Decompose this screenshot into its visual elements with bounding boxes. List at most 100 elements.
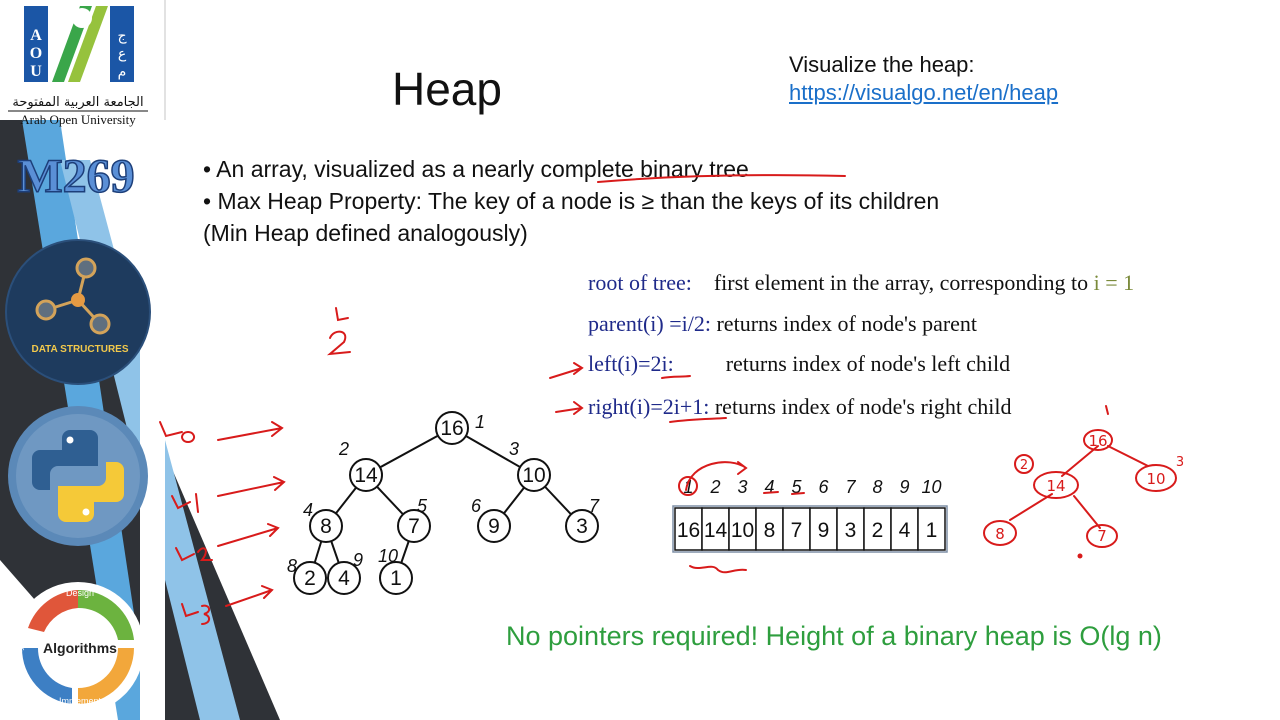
array-cell-value: 8 (764, 519, 776, 542)
array-cell-value: 7 (791, 519, 803, 542)
sketch-node: 8 (995, 525, 1005, 543)
heap-node-key: 8 (320, 515, 332, 538)
heap-node-key: 14 (354, 464, 378, 487)
array-cell (836, 507, 865, 551)
heap-node-key: 2 (304, 567, 316, 590)
heap-node-index: 1 (475, 412, 485, 432)
heap-node-index: 3 (509, 439, 519, 459)
array-cell (728, 507, 757, 551)
heap-node-index: 8 (287, 556, 297, 576)
heap-node-key: 9 (488, 515, 500, 538)
heap-node-index: 10 (378, 546, 398, 566)
heap-node (565, 509, 599, 543)
array-index: 7 (845, 477, 856, 497)
svg-text:A: A (30, 27, 42, 44)
python-icon (32, 430, 98, 490)
array-index: 9 (899, 477, 909, 497)
array-cell-value: 3 (845, 519, 857, 542)
sketch-node: 14 (1046, 477, 1065, 495)
heap-node-index: 9 (353, 550, 363, 570)
array-index: 1 (683, 477, 693, 497)
heap-array-diagram: 16 1 14 2 10 3 8 4 7 5 9 6 3 7 2 8 4 9 1 10 (672, 477, 948, 553)
arrow-icon (549, 362, 584, 379)
heap-node (517, 458, 551, 492)
array-index: 8 (872, 477, 882, 497)
definition-left: left(i)=2i:returns index of node's left … (588, 351, 1011, 376)
array-frame (672, 505, 948, 553)
array-cell-value: 14 (704, 519, 728, 542)
bullet-max-heap: • Max Heap Property: The key of a node i… (203, 188, 940, 214)
heap-node-index: 7 (589, 496, 600, 516)
array-cell-value: 10 (731, 519, 754, 542)
sketch-node: 16 (1088, 432, 1107, 450)
course-sidebar: A O U ج ع م الجامعة العربية المفتوحة Ara… (0, 0, 280, 720)
definition-root: root of tree: first element in the array… (588, 270, 1135, 295)
array-cell (701, 507, 730, 551)
svg-text:Implement: Implement (59, 696, 102, 706)
data-structures-badge: DATA STRUCTURES (5, 239, 151, 385)
array-cell-value: 1 (926, 519, 938, 542)
array-index: 10 (921, 477, 941, 497)
footer-note: No pointers required! Height of a binary… (506, 621, 1162, 651)
python-logo-badge (8, 406, 148, 546)
svg-text:ج: ج (117, 28, 127, 44)
course-code: M269 (17, 150, 134, 203)
array-index: 4 (764, 477, 774, 497)
heap-node-index: 2 (338, 439, 349, 459)
array-cell (755, 507, 784, 551)
heap-node-key: 1 (390, 567, 402, 590)
heap-node (397, 509, 431, 543)
sketch-index: 2 (1020, 458, 1028, 473)
svg-text:م: م (118, 64, 127, 80)
sketch-node: 7 (1097, 527, 1107, 545)
array-index: 5 (791, 477, 802, 497)
bullet-min-heap: (Min Heap defined analogously) (203, 220, 528, 246)
heap-node-key: 7 (408, 515, 420, 538)
visualgo-link[interactable]: https://visualgo.net/en/heap (789, 80, 1059, 105)
algorithms-cycle-badge: Design Implement Analyze Algorithms (12, 582, 144, 714)
array-cell-value: 4 (899, 519, 911, 542)
heap-node-index: 6 (471, 496, 482, 516)
heap-node-index: 4 (303, 500, 313, 520)
heap-node-index: 5 (417, 496, 428, 516)
heap-node (379, 561, 413, 595)
heap-node (349, 458, 383, 492)
node-icon (75, 257, 97, 279)
array-cell (917, 507, 946, 551)
heap-node-key: 10 (522, 464, 545, 487)
heap-node-key: 3 (576, 515, 588, 538)
sketch-index: 3 (1176, 455, 1184, 470)
definition-right: right(i)=2i+1: returns index of node's r… (588, 394, 1012, 419)
array-index: 3 (737, 477, 747, 497)
array-cell-value: 16 (677, 519, 700, 542)
svg-text:U: U (30, 63, 42, 80)
aou-logo: A O U ج ع م (22, 4, 134, 84)
heap-node (309, 509, 343, 543)
heap-node (435, 411, 469, 445)
heap-node (477, 509, 511, 543)
algorithms-label: Algorithms (43, 640, 117, 656)
heap-node (293, 561, 327, 595)
slide-title: Heap (392, 63, 502, 115)
heap-node-key: 4 (338, 567, 350, 590)
bullet-array: • An array, visualized as a nearly compl… (203, 156, 749, 182)
array-cell (674, 507, 703, 551)
array-index: 2 (709, 477, 720, 497)
svg-text:ع: ع (118, 46, 127, 62)
array-index: 6 (818, 477, 829, 497)
heap-node (327, 561, 361, 595)
visualize-heading: Visualize the heap: (789, 52, 975, 77)
array-cell-value: 9 (818, 519, 830, 542)
university-name-arabic: الجامعة العربية المفتوحة (12, 95, 143, 110)
array-cell-value: 2 (872, 519, 884, 542)
data-structures-label: DATA STRUCTURES (31, 344, 128, 355)
university-name-english: Arab Open University (20, 112, 136, 127)
definition-parent: parent(i) =i/2: returns index of node's … (588, 311, 978, 336)
array-cell (782, 507, 811, 551)
sketch-node: 10 (1146, 470, 1165, 488)
svg-text:O: O (30, 45, 42, 62)
svg-text:Design: Design (66, 588, 94, 598)
heap-node-key: 16 (440, 417, 463, 440)
